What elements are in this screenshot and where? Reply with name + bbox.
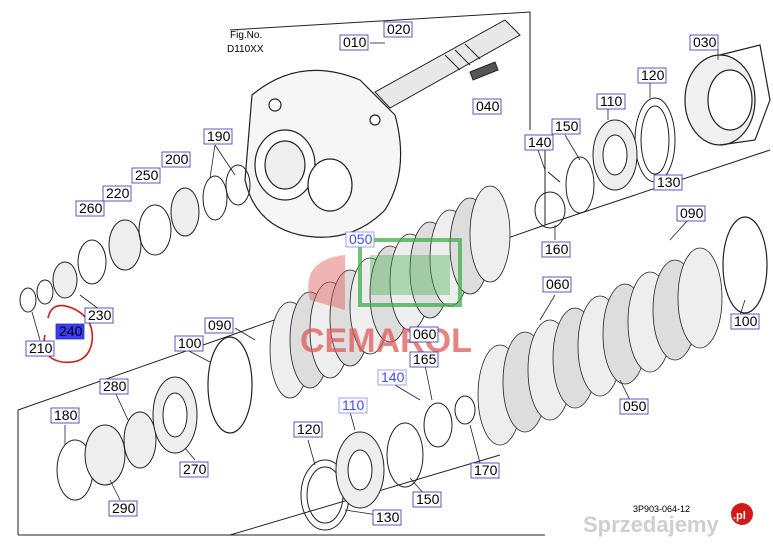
part-220-label[interactable]: 220 xyxy=(106,185,130,201)
part-labels xyxy=(25,21,760,526)
snap-rings xyxy=(207,216,768,434)
part-270-label[interactable]: 270 xyxy=(183,461,207,477)
input-shaft xyxy=(374,19,521,109)
part-230-label[interactable]: 230 xyxy=(88,307,112,323)
site-watermark: Sprzedajemy .pl xyxy=(583,503,753,537)
site-watermark-text: Sprzedajemy xyxy=(583,512,719,537)
part-260-label[interactable]: 260 xyxy=(79,200,103,216)
part-150b-label[interactable]: 150 xyxy=(416,491,440,507)
part-150-label[interactable]: 150 xyxy=(555,118,579,134)
figure-label: Fig.No. xyxy=(230,30,262,41)
part-100-label[interactable]: 100 xyxy=(734,313,758,329)
part-090-label[interactable]: 090 xyxy=(680,205,704,221)
part-140-label[interactable]: 140 xyxy=(528,134,552,150)
site-watermark-tld: .pl xyxy=(733,510,746,522)
plate-stack-lower xyxy=(477,247,723,446)
lower-left-parts xyxy=(56,376,198,501)
lower-middle-parts xyxy=(300,395,476,531)
part-180-label[interactable]: 180 xyxy=(54,407,78,423)
part-280-label[interactable]: 280 xyxy=(103,378,127,394)
left-shaft-parts xyxy=(19,164,251,313)
part-210-label[interactable]: 210 xyxy=(29,340,53,356)
part-170-label[interactable]: 170 xyxy=(474,462,498,478)
part-010-label[interactable]: 010 xyxy=(343,34,367,50)
part-120-label[interactable]: 120 xyxy=(641,67,665,83)
part-050-label[interactable]: 050 xyxy=(349,231,373,247)
reference-code: 3P903-064-12 xyxy=(633,504,690,514)
part-060-label[interactable]: 060 xyxy=(546,276,570,292)
part-110-label[interactable]: 110 xyxy=(600,93,623,109)
part-120b-label[interactable]: 120 xyxy=(297,421,321,437)
brand-watermark-text: CEMAROL xyxy=(300,322,472,360)
part-290-label[interactable]: 290 xyxy=(112,500,136,516)
part-100b-label[interactable]: 100 xyxy=(178,335,202,351)
part-040-label[interactable]: 040 xyxy=(476,98,500,114)
part-130-label[interactable]: 130 xyxy=(657,174,681,190)
gear-housing xyxy=(244,69,402,238)
part-190-label[interactable]: 190 xyxy=(207,128,231,144)
highlight-circle xyxy=(43,304,94,364)
part-160-label[interactable]: 160 xyxy=(545,241,569,257)
part-050b-label[interactable]: 050 xyxy=(623,398,647,414)
part-020-label[interactable]: 020 xyxy=(387,21,411,37)
part-200-label[interactable]: 200 xyxy=(165,151,189,167)
part-250-label[interactable]: 250 xyxy=(135,167,159,183)
part-140b-label[interactable]: 140 xyxy=(381,369,405,385)
upper-rings xyxy=(534,97,676,229)
figure-code: D110XX xyxy=(227,44,264,55)
brand-watermark: CEMAROL xyxy=(300,238,472,360)
part-060b-label[interactable]: 060 xyxy=(413,326,437,342)
part-130b-label[interactable]: 130 xyxy=(376,509,400,525)
part-240-label[interactable]: 240 xyxy=(59,323,83,339)
clutch-drum xyxy=(684,44,771,146)
part-165-label[interactable]: 165 xyxy=(413,351,437,367)
part-030-label[interactable]: 030 xyxy=(693,34,717,50)
part-090b-label[interactable]: 090 xyxy=(208,317,232,333)
part-110b-label[interactable]: 110 xyxy=(342,397,365,413)
